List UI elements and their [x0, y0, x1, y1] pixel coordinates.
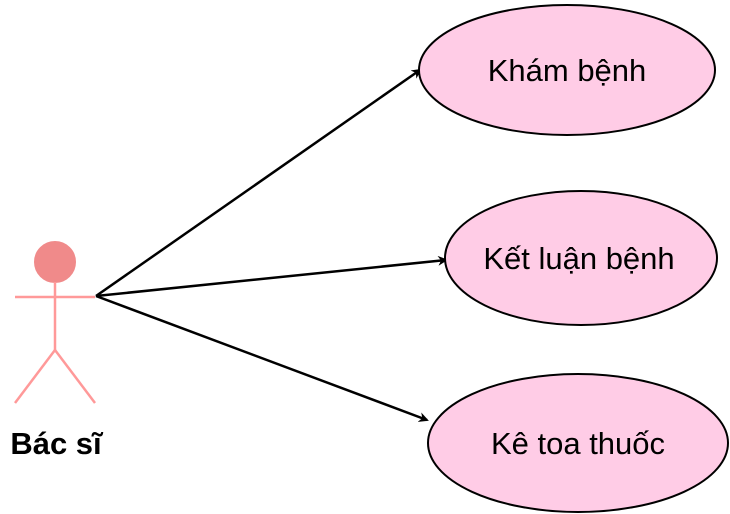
usecase-ket-luan-benh[interactable]: Kết luận bệnh	[444, 190, 718, 326]
usecase-ke-toa-thuoc[interactable]: Kê toa thuốc	[427, 373, 729, 513]
actor-left-leg	[14, 349, 56, 404]
usecase-kham-benh[interactable]: Khám bệnh	[418, 4, 716, 136]
usecase-label: Kết luận bệnh	[483, 241, 674, 276]
edge-actor-to-ke-toa-thuoc	[95, 294, 429, 422]
actor-bac-si[interactable]: Bác sĩ	[10, 241, 104, 461]
usecase-ellipse	[418, 4, 716, 136]
actor-right-leg	[54, 349, 96, 404]
usecase-label: Khám bệnh	[488, 53, 647, 88]
usecase-ellipse	[444, 190, 718, 326]
usecase-label: Kê toa thuốc	[491, 426, 665, 461]
actor-label: Bác sĩ	[10, 426, 104, 461]
actor-head	[34, 241, 76, 283]
association-edges	[95, 68, 448, 422]
usecase-ellipse	[427, 373, 729, 513]
edge-actor-to-kham-benh	[95, 68, 422, 298]
edge-actor-to-ket-luan-benh	[95, 255, 448, 298]
